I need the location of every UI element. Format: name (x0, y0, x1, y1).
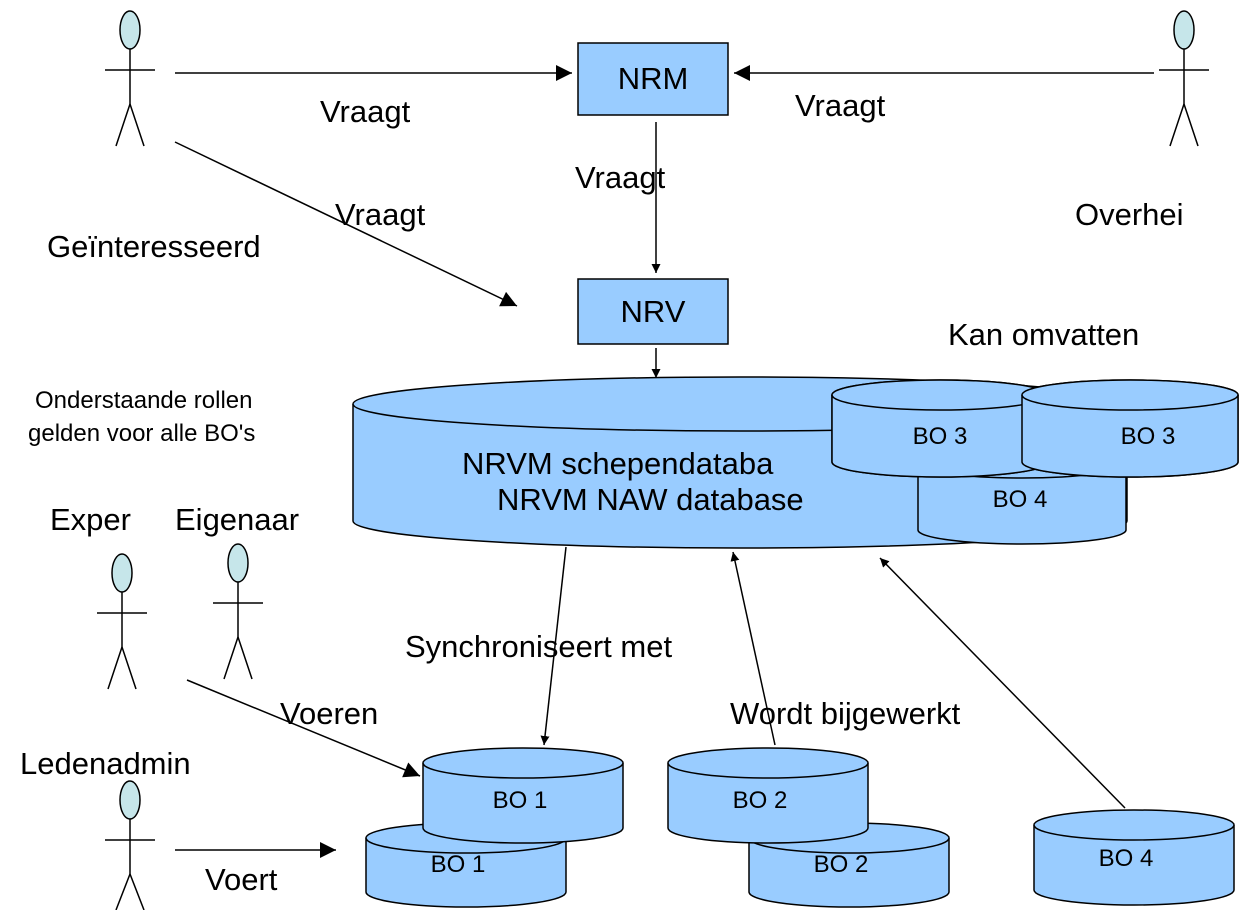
roles-note-line2: gelden voor alle BO's (28, 420, 255, 447)
actor-label-eigenaar: Eigenaar (175, 502, 299, 537)
db-bo4-lower (1033, 809, 1235, 906)
actor-label-geinteresseerd: Geïnteresseerd (47, 229, 261, 264)
actor-head (119, 10, 141, 50)
db-bo1-bottom-label: BO 1 (431, 851, 486, 878)
edge-label-vraagt-top-left: Vraagt (320, 94, 411, 129)
edge-label-voeren: Voeren (280, 696, 378, 731)
db-bo1-top (422, 747, 624, 844)
actor-label-overheid: Overhei (1075, 197, 1184, 232)
actor-expert (97, 553, 147, 690)
main-db-label-line2: NRVM NAW database (497, 482, 804, 517)
arrow-synchroniseert (540, 546, 567, 746)
actor-head (227, 543, 249, 583)
db-bo4-upper-label: BO 4 (993, 486, 1048, 513)
edge-label-synchroniseert: Synchroniseert met (405, 629, 672, 664)
nrv-label: NRV (621, 294, 686, 329)
edge-label-kan-omvatten: Kan omvatten (948, 317, 1139, 352)
actor-ledenadmin (105, 780, 155, 910)
edge-label-wordt-bijgewerkt: Wordt bijgewerkt (730, 696, 961, 731)
nrm-label: NRM (618, 61, 689, 96)
db-bo3-right-label: BO 3 (1121, 423, 1176, 450)
db-bo2-top-label: BO 2 (733, 787, 788, 814)
actor-geinteresseerd (105, 10, 155, 147)
edge-label-voert: Voert (205, 862, 278, 897)
actor-label-expert: Exper (50, 502, 131, 537)
arrow-bo4-to-database (879, 557, 1126, 809)
edge-label-vraagt-top-right: Vraagt (795, 88, 886, 123)
roles-note-line1: Onderstaande rollen (35, 387, 252, 414)
nrm-box (577, 42, 729, 116)
db-bo4-lower-label: BO 4 (1099, 845, 1154, 872)
arrow-geinteresseerd-to-nrv (174, 141, 518, 307)
actor-head (119, 780, 141, 820)
arrow-bo2-to-database (730, 551, 776, 746)
db-bo1-top-label: BO 1 (493, 787, 548, 814)
actor-overheid (1159, 10, 1209, 147)
db-bo2-top (667, 747, 869, 844)
db-bo3-right-redraw (1021, 379, 1239, 478)
db-bo3-left-label: BO 3 (913, 423, 968, 450)
actor-head (111, 553, 133, 593)
arrow-expert-voeren (186, 679, 421, 778)
actor-head (1173, 10, 1195, 50)
actor-label-ledenadmin: Ledenadmin (20, 746, 191, 781)
db-bo2-bottom-label: BO 2 (814, 851, 869, 878)
edge-label-vraagt-diagonal: Vraagt (335, 197, 426, 232)
main-db-label-line1: NRVM schependataba (462, 446, 774, 481)
edge-label-vraagt-center: Vraagt (575, 160, 666, 195)
actor-eigenaar (213, 543, 263, 680)
nrv-box (577, 278, 729, 345)
